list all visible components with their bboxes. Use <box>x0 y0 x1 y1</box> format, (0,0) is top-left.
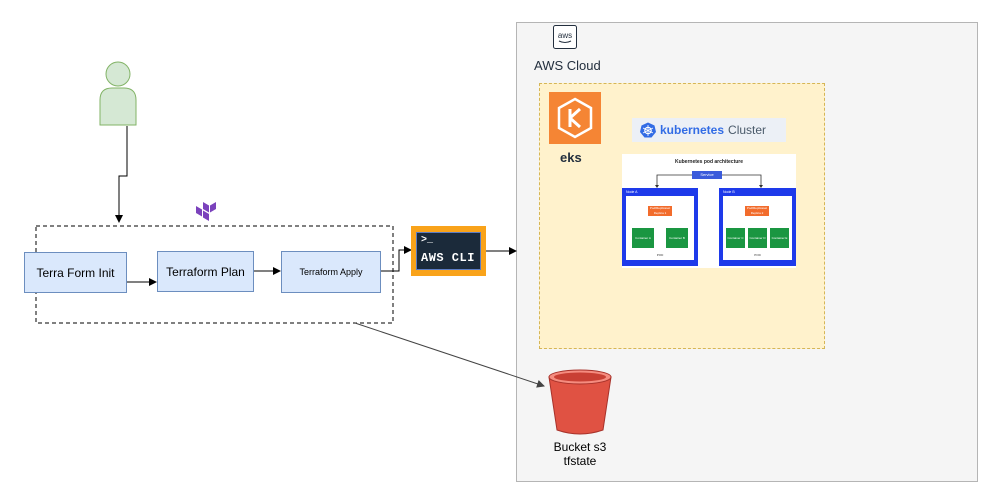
terraform-group <box>35 225 394 324</box>
pod-a-footer: POD <box>656 253 664 257</box>
aws-cli-terminal: >_ AWS CLI <box>416 232 481 270</box>
node-a-label: Node A <box>626 190 638 194</box>
user-to-pipeline-arrow <box>115 126 128 223</box>
bucket-name: Bucket s3 <box>553 440 607 454</box>
node-b-label: Node B <box>723 190 735 194</box>
pod-a-sub: Replica 1 <box>653 211 667 215</box>
node-a-body: Pod/Replicaset Replica 1 Container A Con… <box>626 196 694 260</box>
pod-b-title: Pod/Replicaset <box>746 206 768 210</box>
cli-prompt: >_ <box>421 235 434 246</box>
pipeline-to-bucket-arrow <box>354 322 545 388</box>
pod-replicaset-b: Pod/Replicaset Replica 2 <box>745 206 769 216</box>
pod-replicaset-a: Pod/Replicaset Replica 1 <box>648 206 672 216</box>
container-d: Container D <box>748 228 767 248</box>
pod-b-sub: Replica 2 <box>750 211 764 215</box>
eks-label: eks <box>560 150 582 165</box>
terraform-apply-step: Terraform Apply <box>281 251 381 293</box>
eks-icon <box>549 92 601 144</box>
kubernetes-cluster-suffix: Cluster <box>728 123 767 137</box>
node-b-body: Pod/Replicaset Replica 2 Container C Con… <box>723 196 792 260</box>
kubernetes-icon <box>640 122 656 138</box>
user-icon <box>96 60 140 126</box>
pod-b-footer: POD <box>754 253 761 257</box>
terraform-init-step: Terra Form Init <box>24 252 127 293</box>
aws-cloud-label: AWS Cloud <box>534 58 601 73</box>
container-c: Container C <box>726 228 745 248</box>
aws-cli-icon: >_ AWS CLI <box>411 226 486 276</box>
s3-bucket-icon <box>547 368 613 436</box>
kubernetes-name: kubernetes <box>660 123 725 137</box>
pod-a-title: Pod/Replicaset <box>649 206 671 210</box>
cli-text: AWS CLI <box>421 251 475 265</box>
bucket-label: Bucket s3 tfstate <box>540 440 620 468</box>
aws-logo-text: aws <box>558 31 572 40</box>
kubernetes-cluster-banner: kubernetes Cluster <box>632 118 786 142</box>
container-e: Container E <box>770 228 789 248</box>
aws-logo-icon: aws <box>553 25 577 49</box>
service-box: Service <box>692 171 722 179</box>
node-b: Node B Pod/Replicaset Replica 2 Containe… <box>719 188 796 266</box>
bucket-subtitle: tfstate <box>563 454 597 468</box>
architecture-connectors <box>655 174 763 188</box>
apply-to-cli-arrow <box>381 246 412 272</box>
architecture-title: Kubernetes pod architecture <box>674 159 744 165</box>
terraform-plan-step: Terraform Plan <box>157 251 254 292</box>
node-a: Node A Pod/Replicaset Replica 1 Containe… <box>622 188 698 266</box>
container-b: Container B <box>666 228 688 248</box>
container-a: Container A <box>632 228 654 248</box>
terraform-icon <box>196 202 218 230</box>
pod-architecture-diagram: Kubernetes pod architecture Service Node… <box>622 154 796 268</box>
